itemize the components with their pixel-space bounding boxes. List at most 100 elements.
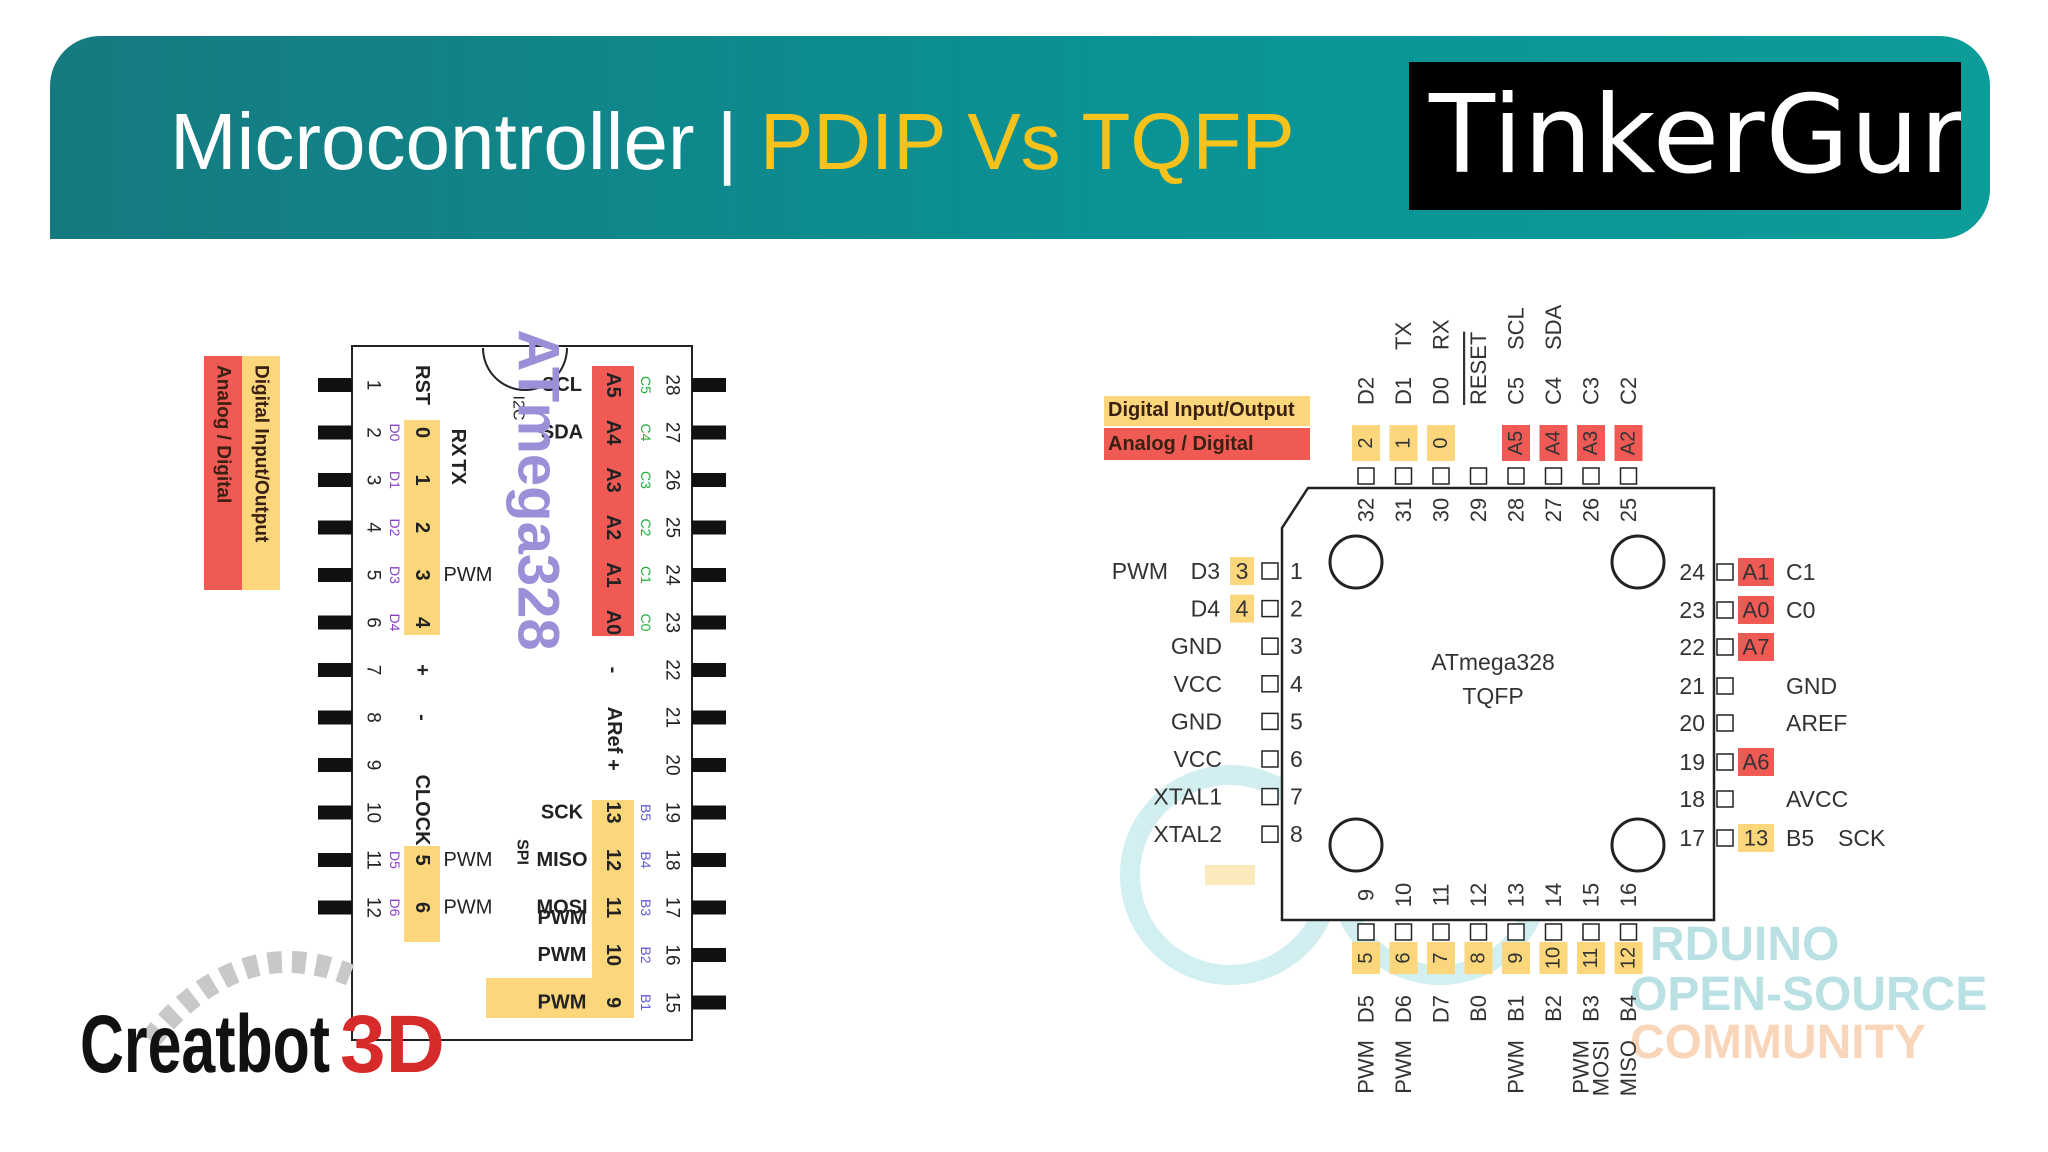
pdip-pin-number: 12 bbox=[363, 897, 384, 918]
tqfp-pad-left bbox=[1261, 787, 1279, 806]
pdip-pin-port: D2 bbox=[387, 519, 403, 537]
tqfp-pad-left bbox=[1261, 562, 1279, 580]
tqfp-pad-right bbox=[1716, 829, 1734, 847]
pdip-pin-port: C3 bbox=[638, 471, 654, 489]
tqfp-pin-name: B2 bbox=[1541, 995, 1566, 1022]
pdip-mosi-pwm-label: PWM bbox=[538, 907, 587, 929]
pdip-pin-leg-left bbox=[318, 473, 352, 487]
tqfp-pin-number: 31 bbox=[1391, 498, 1416, 522]
pdip-pin-leg-right bbox=[692, 378, 726, 392]
logo-text: TinkerGuru bbox=[1429, 73, 1961, 198]
pdip-pin-extra: MISO bbox=[536, 849, 587, 871]
pdip-pin-function: 3 bbox=[411, 569, 433, 580]
pdip-pin-function: 13 bbox=[602, 801, 624, 823]
tqfp-pin-tag-bg bbox=[1230, 594, 1254, 623]
tqfp-pin-name: AVCC bbox=[1786, 786, 1848, 812]
tqfp-pin-extra: PWM bbox=[1391, 1040, 1416, 1094]
tqfp-pin-name: D0 bbox=[1429, 377, 1454, 405]
pdip-spi-label: SPI bbox=[514, 839, 531, 865]
pdip-pin-number: 3 bbox=[363, 475, 384, 486]
tqfp-pin-extra: PWM bbox=[1112, 558, 1168, 584]
tqfp-pin-tag-bg bbox=[1389, 942, 1418, 974]
tqfp-pin-tag-bg bbox=[1738, 824, 1774, 852]
tqfp-pin-name: XTAL2 bbox=[1153, 821, 1222, 847]
tqfp-pin-number: 15 bbox=[1579, 883, 1604, 907]
pdip-pin-leg-right bbox=[692, 805, 726, 820]
pdip-pin-port: B2 bbox=[638, 946, 654, 963]
tqfp-pin-tag-bg bbox=[1577, 942, 1605, 974]
tqfp-pin-tag: A2 bbox=[1618, 431, 1640, 455]
tqfp-pin-name: D3 bbox=[1191, 558, 1220, 584]
tqfp-pin-extra: SDA bbox=[1541, 304, 1566, 350]
tqfp-pin-tag-bg bbox=[1539, 425, 1568, 461]
pdip-pin-number: 23 bbox=[662, 612, 683, 633]
tqfp-pad-bottom bbox=[1507, 923, 1525, 941]
pdip-pin-port: C0 bbox=[638, 614, 654, 632]
slide-title: Microcontroller | PDIP Vs TQFP bbox=[170, 96, 1295, 188]
tqfp-pad-right bbox=[1716, 753, 1734, 771]
tqfp-pin-number: 23 bbox=[1679, 597, 1705, 623]
pdip-pin-function: - bbox=[602, 667, 624, 674]
tqfp-pin-number: 22 bbox=[1679, 634, 1705, 660]
pdip-pin-number: 22 bbox=[662, 659, 683, 680]
tqfp-pin-tag: 5 bbox=[1355, 952, 1377, 963]
tqfp-pin-number: 9 bbox=[1354, 889, 1379, 901]
pdip-pin-port: D6 bbox=[387, 899, 403, 917]
tqfp-pin-tag-bg bbox=[1614, 942, 1643, 974]
pdip-pin-leg-left bbox=[318, 425, 352, 440]
pdip-pin-function: + bbox=[411, 664, 433, 676]
pdip-analog-block bbox=[592, 366, 634, 636]
tqfp-pin-name: D5 bbox=[1354, 995, 1379, 1023]
tqfp-mounting-hole bbox=[1328, 534, 1384, 590]
tqfp-pin-name: C1 bbox=[1786, 559, 1815, 585]
tqfp-pad-top bbox=[1507, 467, 1525, 485]
tqfp-pin-tag: 2 bbox=[1355, 437, 1377, 448]
pdip-pin-number: 15 bbox=[662, 992, 683, 1013]
pdip-pin-number: 24 bbox=[662, 564, 683, 586]
pdip-pin-port: C1 bbox=[638, 566, 654, 584]
pdip-pin-leg-right bbox=[692, 425, 726, 440]
pdip-pin-pwm: PWM bbox=[444, 897, 493, 919]
pdip-pin-number: 25 bbox=[662, 517, 683, 538]
tqfp-pin-tag: A1 bbox=[1743, 560, 1770, 585]
pdip-legend-digital: Digital Input/Output bbox=[251, 365, 272, 543]
tqfp-pin-name: D2 bbox=[1354, 377, 1379, 405]
tqfp-pin-number: 13 bbox=[1504, 883, 1529, 907]
pdip-pin-port: B5 bbox=[638, 804, 654, 821]
pdip-pin-number: 1 bbox=[363, 380, 384, 391]
tqfp-pin-number: 25 bbox=[1616, 498, 1641, 522]
tqfp-pad-left bbox=[1261, 599, 1279, 618]
tqfp-pin-extra: SCK bbox=[1838, 825, 1886, 851]
pdip-pin-leg-left bbox=[318, 615, 352, 630]
tqfp-pin-name: VCC bbox=[1173, 671, 1222, 697]
tqfp-pin-number: 14 bbox=[1541, 883, 1566, 907]
pdip-pin-number: 27 bbox=[662, 422, 683, 443]
pdip-pin-port: C2 bbox=[638, 519, 654, 537]
tqfp-pad-top bbox=[1619, 467, 1638, 485]
tqfp-pin-extra: PWM bbox=[1354, 1040, 1379, 1094]
tqfp-pin-number: 24 bbox=[1679, 559, 1705, 585]
pdip-pin-function: 2 bbox=[411, 522, 433, 533]
pdip-pin-extra: SDA bbox=[541, 422, 583, 444]
pdip-pin-leg-right bbox=[692, 615, 726, 630]
watermark-line-2: OPEN-SOURCE bbox=[1630, 968, 1987, 1021]
tqfp-pin-tag: 3 bbox=[1236, 558, 1249, 584]
tqfp-pin-tag: A7 bbox=[1743, 635, 1770, 660]
pdip-pin-number: 16 bbox=[662, 944, 683, 965]
pdip-pin-leg-right bbox=[692, 853, 726, 867]
tqfp-pad-bottom bbox=[1582, 923, 1600, 941]
pdip-legend-digital-bar bbox=[242, 356, 280, 590]
tqfp-pad-right bbox=[1716, 638, 1734, 656]
pdip-digital-left-block bbox=[404, 420, 440, 635]
pdip-pin-extra: RX bbox=[447, 429, 469, 457]
tqfp-pin-name: GND bbox=[1171, 633, 1222, 659]
tqfp-pad-top bbox=[1432, 467, 1450, 485]
tqfp-pin-name: B1 bbox=[1504, 995, 1529, 1022]
tqfp-pin-number: 30 bbox=[1429, 498, 1454, 522]
pdip-pin-function: 10 bbox=[602, 944, 624, 966]
tqfp-pin-number: 8 bbox=[1290, 821, 1303, 847]
pdip-pin-pwm: PWM bbox=[444, 564, 493, 586]
tqfp-pad-bottom bbox=[1469, 923, 1488, 941]
pdip-pin-function: A1 bbox=[602, 562, 624, 588]
tqfp-pad-bottom bbox=[1619, 923, 1638, 941]
